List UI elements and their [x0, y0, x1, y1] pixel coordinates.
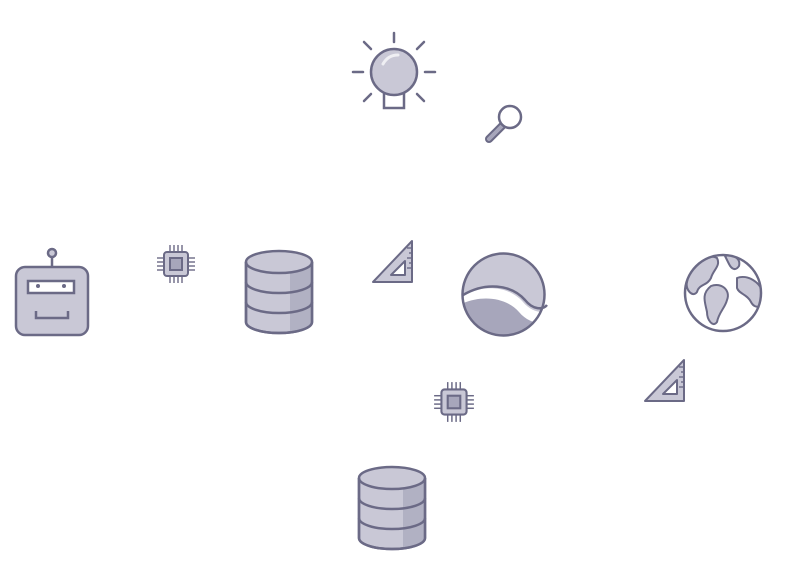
lightbulb-icon: [350, 30, 438, 112]
magnifier-icon: [481, 102, 525, 146]
set-square-icon: [370, 238, 416, 284]
globe-icon: [681, 250, 765, 336]
set-square-icon: [642, 357, 688, 403]
chip-icon: [155, 243, 197, 285]
sphere-icon: [459, 250, 548, 339]
database-icon: [243, 248, 315, 336]
robot-icon: [14, 247, 90, 337]
chip-icon: [432, 380, 476, 424]
database-icon: [356, 464, 428, 552]
